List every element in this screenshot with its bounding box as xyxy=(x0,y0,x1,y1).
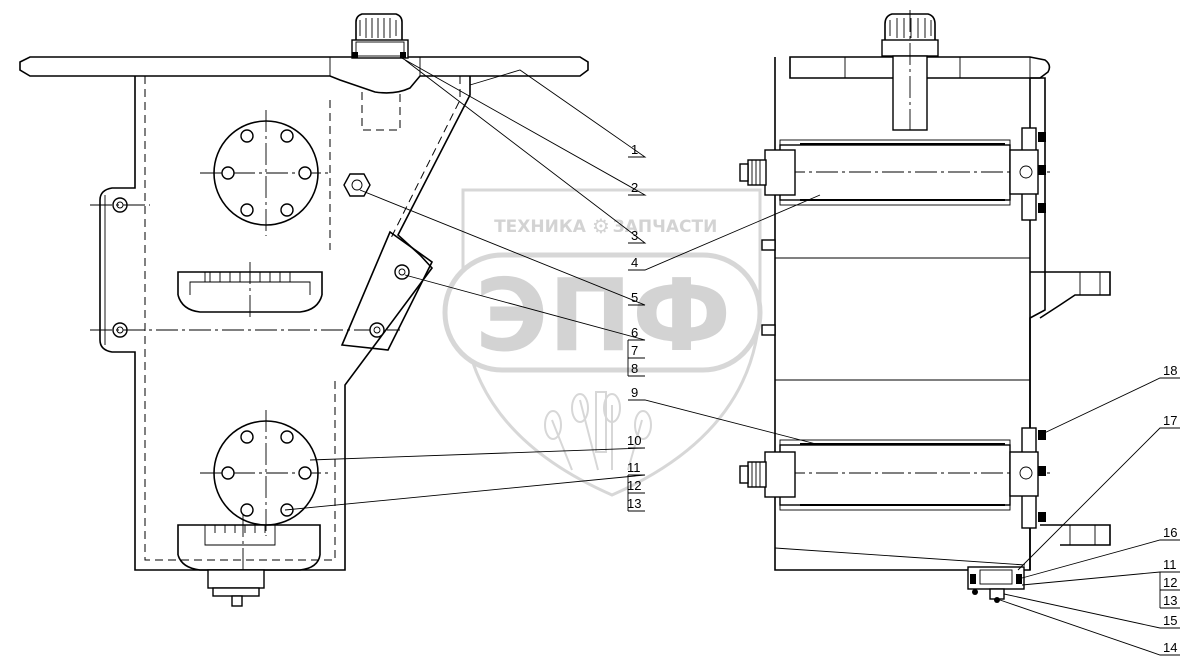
watermark-logo-text: ЭПФ xyxy=(475,257,731,374)
callout-16: 16 xyxy=(1163,525,1177,540)
callout-6: 6 xyxy=(631,325,638,340)
callout-11b: 11 xyxy=(1163,557,1177,572)
callout-10: 10 xyxy=(627,433,641,448)
left-view xyxy=(19,13,589,607)
callout-4: 4 xyxy=(631,255,638,270)
right-view xyxy=(739,10,1111,603)
callout-18: 18 xyxy=(1163,363,1177,378)
callout-17: 17 xyxy=(1163,413,1177,428)
callout-13: 13 xyxy=(627,496,641,511)
leader-lines xyxy=(284,56,1180,656)
callout-11: 11 xyxy=(627,460,641,475)
watermark-text-right: ЗАПЧАСТИ xyxy=(613,217,718,237)
gear-icon: ⚙ xyxy=(592,214,610,238)
callout-9: 9 xyxy=(631,385,638,400)
callout-12b: 12 xyxy=(1163,575,1177,590)
wheat-icon xyxy=(544,391,652,471)
watermark-shield: ЭПФ ТЕХНИКА ⚙ ЗАПЧАСТИ xyxy=(442,188,763,497)
watermark-text-left: ТЕХНИКА xyxy=(494,217,587,237)
callout-15: 15 xyxy=(1163,613,1177,628)
callout-14: 14 xyxy=(1163,640,1177,655)
callout-7: 7 xyxy=(631,343,638,358)
callout-1: 1 xyxy=(631,142,638,157)
callout-labels: 1 2 3 4 5 6 7 8 9 10 11 12 13 18 17 16 1… xyxy=(627,142,1177,655)
callout-2: 2 xyxy=(631,180,638,195)
callout-12: 12 xyxy=(627,478,641,493)
callout-13b: 13 xyxy=(1163,593,1177,608)
callout-8: 8 xyxy=(631,361,638,376)
callout-3: 3 xyxy=(631,228,638,243)
callout-5: 5 xyxy=(631,290,638,305)
